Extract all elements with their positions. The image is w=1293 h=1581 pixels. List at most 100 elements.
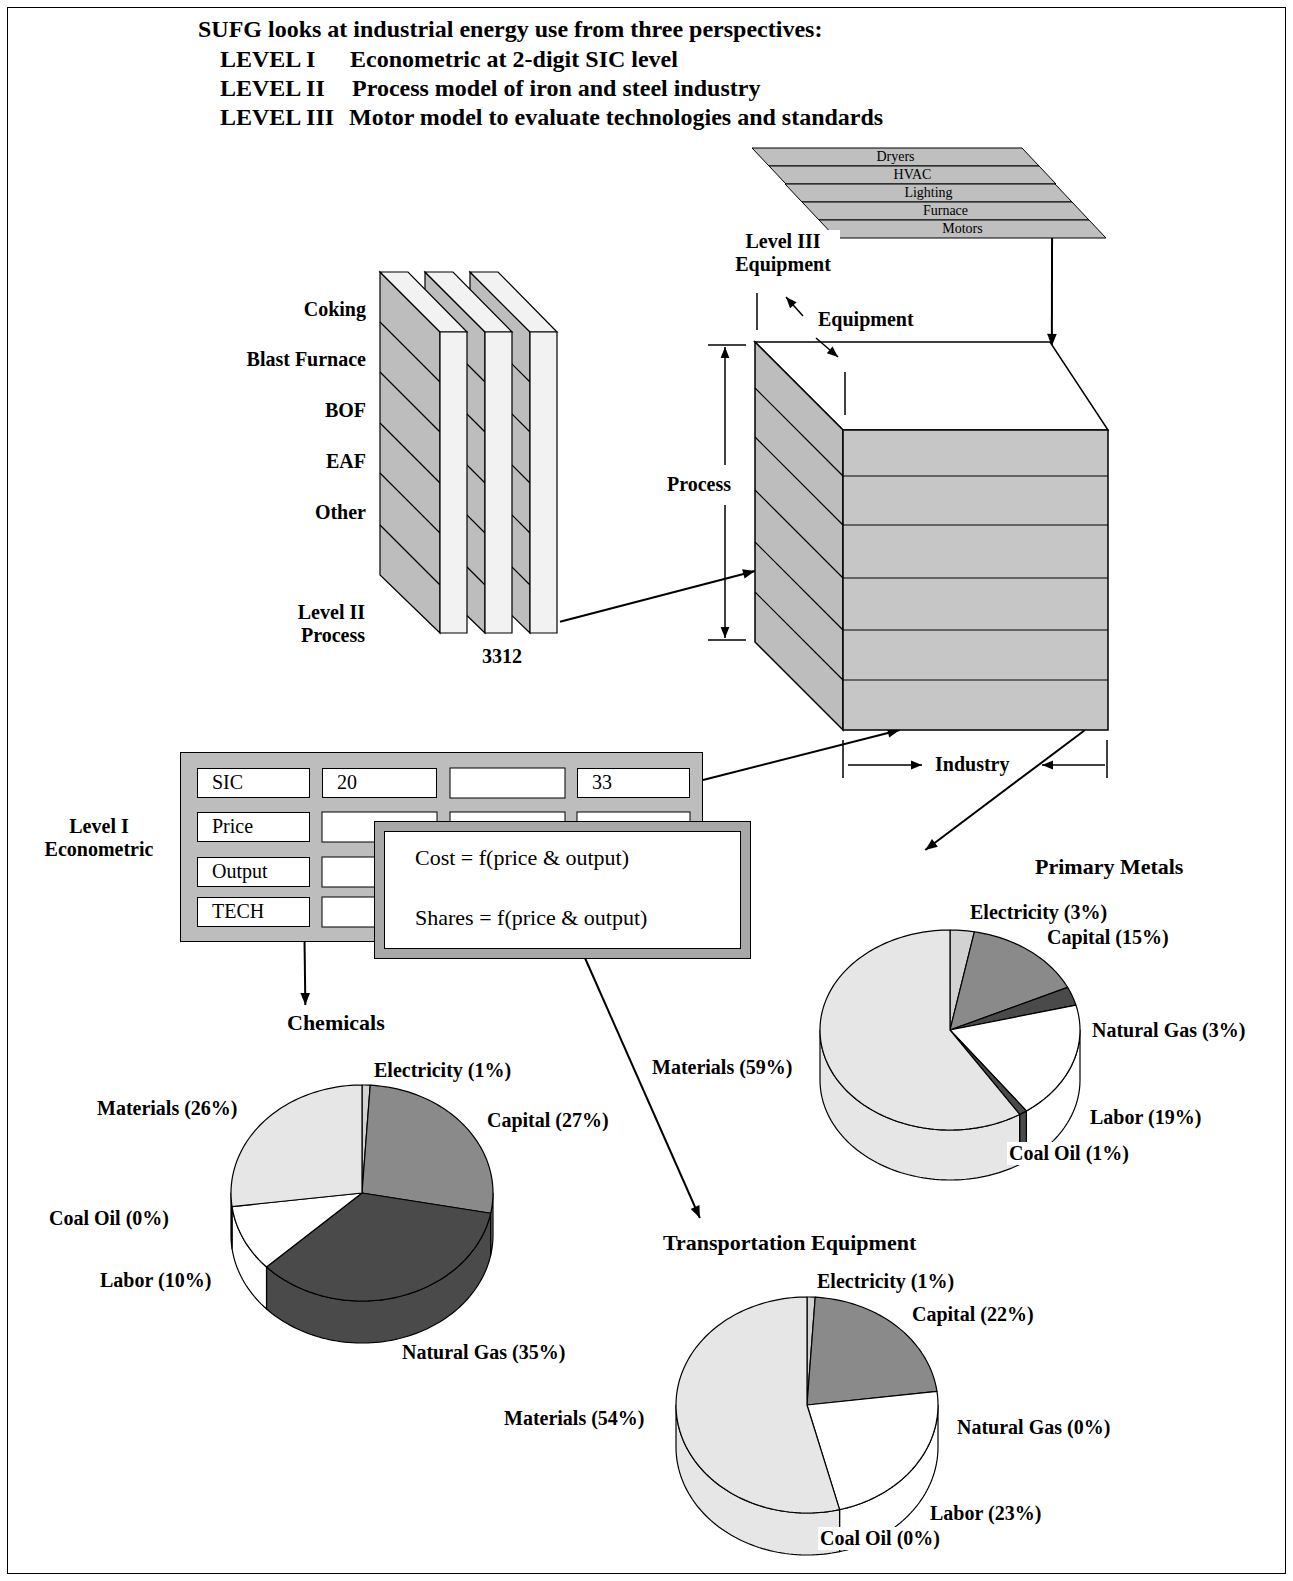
connector-arrow — [703, 730, 900, 780]
band-shape — [819, 220, 1106, 238]
label-text: Natural Gas (3%) — [1090, 1019, 1247, 1042]
equipment-band: Lighting — [785, 184, 1072, 202]
node-text: TECH — [212, 900, 264, 923]
node-text: Chemicals — [287, 1010, 385, 1035]
page-frame — [8, 8, 1286, 1574]
pie-slice — [362, 1085, 493, 1213]
label-text: Materials (54%) — [502, 1407, 647, 1430]
slab-front — [440, 332, 467, 633]
label-text: Capital (15%) — [1045, 926, 1171, 949]
label-text: Coal Oil (0%) — [47, 1207, 171, 1230]
formula-box: Cost = f(price & output) Shares = f(price… — [375, 822, 750, 958]
label-text: Capital (27%) — [485, 1109, 611, 1132]
cube-row-line — [843, 629, 1108, 630]
industry-cube: ProcessEquipmentIndustry — [755, 342, 1108, 730]
node-text: 33 — [592, 771, 612, 794]
label-text: Electricity (3%) — [968, 901, 1109, 924]
node-text: Lighting — [785, 184, 1072, 202]
node-text: Coking — [304, 298, 366, 321]
table-cell: TECH — [197, 897, 310, 927]
label-text: Level III Equipment — [726, 230, 840, 276]
slab-side — [380, 272, 440, 633]
slab-line — [380, 525, 440, 585]
pie-top — [231, 1085, 493, 1301]
slab-line — [380, 322, 440, 382]
dimension-arrow — [786, 297, 803, 316]
pie-sides — [231, 1193, 493, 1343]
node-text: Motors — [819, 220, 1106, 238]
dimension-arrow — [724, 347, 726, 465]
diagram-title: SUFG looks at industrial energy use from… — [198, 16, 822, 44]
label-text: Coal Oil (0%) — [818, 1527, 942, 1550]
table-cell: Price — [197, 812, 310, 842]
label-text: LEVEL III — [218, 104, 336, 132]
node-text: Other — [315, 501, 366, 524]
node-text: Output — [212, 860, 268, 883]
label-text: Electricity (1%) — [372, 1059, 513, 1082]
cube-row-line — [755, 542, 843, 630]
node-text: Level I Econometric — [29, 815, 169, 861]
table-cell: Output — [197, 857, 310, 887]
cube-row-line — [843, 524, 1108, 525]
dimension-tick — [842, 740, 844, 778]
pie-top — [676, 1297, 938, 1513]
node-text: Equipment — [818, 308, 914, 331]
node-text: Level II Process — [265, 601, 365, 647]
slab-line — [380, 423, 440, 483]
connector-arrow — [1051, 238, 1053, 346]
equipment-band: Dryers — [752, 148, 1039, 166]
label-text: Motor model to evaluate technologies and… — [347, 104, 885, 132]
dimension-tick — [756, 293, 758, 330]
label-text: LEVEL I — [218, 46, 317, 74]
label-text: Capital (22%) — [910, 1303, 1036, 1326]
label-text: Econometric at 2-digit SIC level — [348, 46, 680, 74]
cube-outline — [755, 342, 1108, 730]
pie-slice — [231, 1085, 362, 1207]
node-text: SIC — [212, 771, 243, 794]
dimension-marks — [708, 293, 1107, 778]
pie-slice — [676, 1297, 840, 1513]
band-shape — [769, 166, 1056, 184]
node-text: EAF — [326, 450, 366, 473]
equipment-band: HVAC — [769, 166, 1056, 184]
stack-outline — [230, 265, 560, 670]
slab-line — [380, 473, 440, 533]
slab-line — [380, 372, 440, 432]
table-cell: SIC — [197, 768, 310, 798]
empty-cell — [450, 768, 565, 798]
cube-row-line — [755, 592, 843, 680]
label-text: Labor (10%) — [98, 1269, 213, 1292]
dimension-tick — [708, 639, 746, 641]
label-text: Materials (26%) — [95, 1097, 240, 1120]
slab-top — [380, 272, 467, 332]
node-text: Cost = f(price & output) — [415, 845, 629, 870]
dimension-tick — [1106, 740, 1108, 778]
label-text: LEVEL II — [218, 75, 327, 103]
table-cell: 33 — [577, 768, 690, 798]
dimension-tick — [708, 344, 746, 346]
pie-slice — [820, 930, 1020, 1130]
node-text: HVAC — [769, 166, 1056, 184]
node-text: Price — [212, 815, 253, 838]
dimension-tick — [844, 372, 846, 415]
node-text: 3312 — [482, 645, 522, 668]
pie-top — [820, 930, 1080, 1130]
label-text: Coal Oil (1%) — [1007, 1142, 1131, 1165]
node-text: Shares = f(price & output) — [415, 905, 647, 930]
table-cell: 20 — [322, 768, 437, 798]
equipment-band: Furnace — [802, 202, 1089, 220]
connector-arrow — [925, 730, 1085, 850]
cube-row-line — [843, 475, 1108, 476]
node-text: Process — [667, 473, 731, 496]
node-text: BOF — [325, 399, 366, 422]
cube-row-line — [755, 490, 843, 578]
slab-front — [485, 332, 512, 633]
process-slab — [380, 272, 467, 633]
pie-outline — [232, 1005, 494, 1345]
cube-row-line — [843, 679, 1108, 680]
dimension-arrow — [1042, 764, 1105, 766]
label-text: Electricity (1%) — [815, 1270, 956, 1293]
cube-face — [755, 342, 843, 730]
